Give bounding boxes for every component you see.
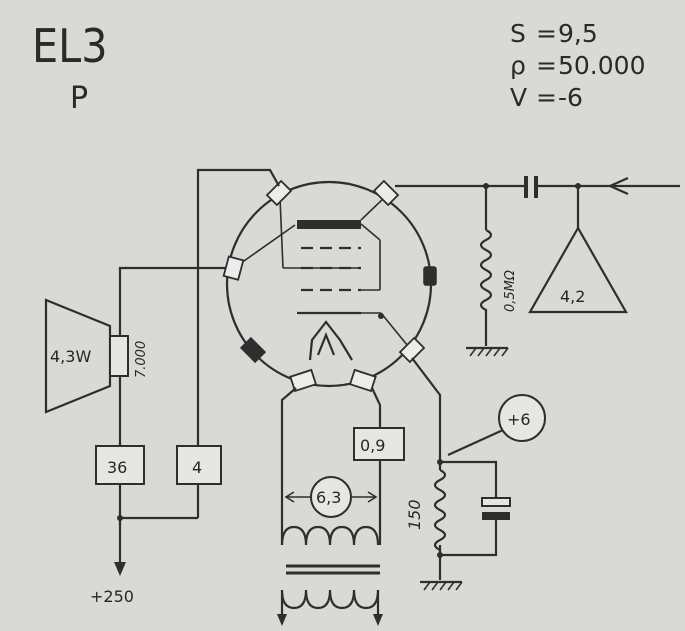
- speaker: 4,3W 7.000: [44, 298, 149, 414]
- grid-resistor: 0,5MΩ: [466, 229, 518, 357]
- tube-title: EL3: [32, 19, 108, 73]
- param-eq-v: =: [536, 83, 557, 112]
- input-triangle: [528, 225, 628, 314]
- box-4-label: 4: [192, 458, 202, 477]
- speaker-transformer: [109, 335, 129, 377]
- speaker-power-label: 4,3W: [50, 347, 91, 366]
- pin-top-left: [265, 179, 293, 207]
- tube-pins: [222, 179, 437, 393]
- supply-arrow: [114, 562, 126, 576]
- pin-right-dark: [423, 266, 437, 286]
- external-wiring: [117, 168, 680, 580]
- heater-voltage-label: 6,3: [316, 488, 341, 507]
- pin-left: [222, 255, 245, 281]
- param-value-v: -6: [558, 83, 583, 112]
- grid-resistor-label: 0,5MΩ: [503, 270, 518, 312]
- box-36-label: 36: [107, 458, 127, 477]
- param-eq-s: =: [536, 19, 557, 48]
- param-symbol-s: S: [510, 19, 526, 48]
- internal-wiring: [233, 195, 413, 352]
- heater-box: [353, 427, 405, 461]
- speaker-cone: [44, 298, 112, 414]
- input-level-label: 4,2: [560, 287, 585, 306]
- transformer-ohms-label: 7.000: [134, 341, 149, 378]
- pin-bottom-1: [289, 368, 318, 393]
- box-4: [176, 445, 222, 485]
- bypass-cap-top: [481, 497, 511, 507]
- cathode-network: 150 +6: [405, 394, 546, 591]
- cathode-bias-label: +6: [507, 410, 531, 429]
- pin-bottom-left-dark: [239, 336, 267, 364]
- param-symbol-v: V: [510, 83, 527, 112]
- pin-bottom-2: [348, 368, 377, 393]
- pin-bottom-right: [398, 336, 426, 364]
- supply-label: +250: [90, 587, 134, 606]
- heater-box-label: 0,9: [360, 436, 385, 455]
- param-list: S = 9,5 ρ = 50.000 V = -6: [510, 19, 645, 112]
- param-value-rho: 50.000: [558, 51, 645, 80]
- tube-subtitle: P: [70, 81, 88, 116]
- cathode-bias-circle: [498, 394, 546, 442]
- box-36: [95, 445, 145, 485]
- pin-top-right: [372, 179, 400, 207]
- param-eq-rho: =: [536, 51, 557, 80]
- anode-plate: [297, 220, 361, 229]
- tube-electrodes: [297, 220, 361, 361]
- cathode-resistor-label: 150: [405, 499, 424, 530]
- bypass-cap-bottom: [482, 512, 510, 520]
- heater-section: 0,9 6,3: [277, 427, 405, 626]
- filament-inner: [316, 332, 336, 356]
- param-symbol-rho: ρ: [510, 51, 526, 80]
- heater-voltage-circle: [310, 476, 352, 518]
- filament: [308, 320, 353, 361]
- param-value-s: 9,5: [558, 19, 598, 48]
- input-level: 4,2: [528, 225, 628, 314]
